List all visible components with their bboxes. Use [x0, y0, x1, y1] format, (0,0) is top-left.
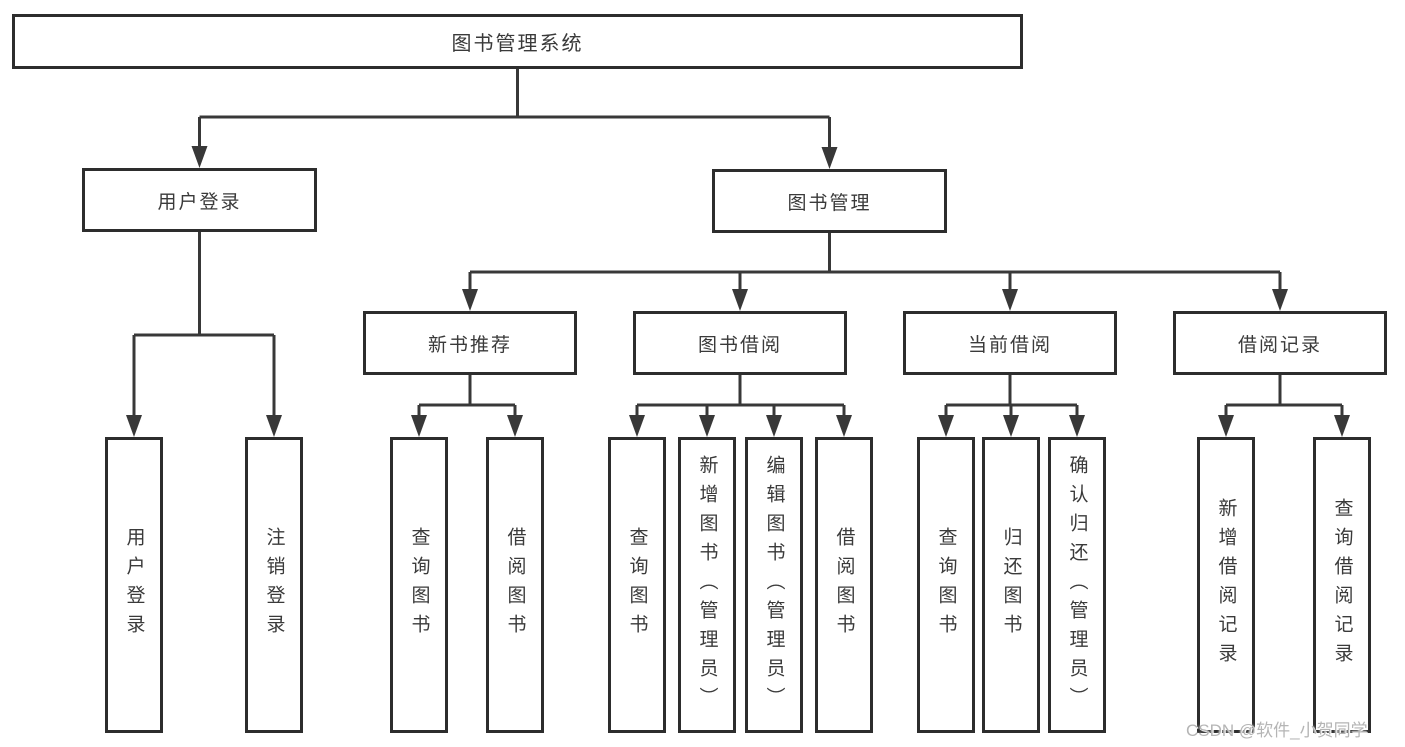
leaf-query-books-borrow: 查询图书 — [608, 437, 666, 733]
arrow-icon — [699, 415, 715, 437]
arrow-icon — [732, 289, 748, 311]
node-book-management: 图书管理 — [712, 169, 947, 233]
node-new-book-recommend: 新书推荐 — [363, 311, 577, 375]
arrow-icon — [507, 415, 523, 437]
leaf-add-borrow-record-label: 新增借阅记录 — [1215, 498, 1237, 672]
connector-currentborrow-to-leaves — [944, 375, 1079, 419]
node-book-borrow-label: 图书借阅 — [697, 334, 782, 356]
node-library-system-label: 图书管理系统 — [451, 33, 584, 55]
leaf-edit-book-admin-label: 编辑图书（管理员） — [763, 454, 785, 716]
leaf-confirm-return-admin-label: 确认归还（管理员） — [1066, 454, 1088, 716]
watermark: CSDN @软件_小贺同学 — [1186, 721, 1368, 740]
node-current-borrow: 当前借阅 — [903, 311, 1117, 375]
connector-newbook-to-leaves — [417, 375, 517, 419]
node-user-login: 用户登录 — [82, 168, 317, 232]
connector-records-to-leaves — [1224, 375, 1344, 419]
arrow-icon — [266, 415, 282, 437]
arrow-icon — [1334, 415, 1350, 437]
leaf-borrow-books-recommend: 借阅图书 — [486, 437, 544, 733]
connector-bookmgmt-to-level3 — [468, 233, 1282, 293]
leaf-query-books-current-label: 查询图书 — [935, 527, 957, 643]
connector-userlogin-to-leaves — [132, 232, 276, 419]
node-current-borrow-label: 当前借阅 — [967, 334, 1052, 356]
node-user-login-label: 用户登录 — [157, 191, 242, 213]
arrow-icon — [1272, 289, 1288, 311]
leaf-edit-book-admin: 编辑图书（管理员） — [745, 437, 803, 733]
node-new-book-recommend-label: 新书推荐 — [427, 334, 512, 356]
arrow-icon — [629, 415, 645, 437]
leaf-borrow-books-recommend-label: 借阅图书 — [504, 527, 526, 643]
arrow-icon — [1002, 289, 1018, 311]
leaf-borrow-books-label: 借阅图书 — [833, 527, 855, 643]
node-borrow-records: 借阅记录 — [1173, 311, 1387, 375]
leaf-add-book-admin: 新增图书（管理员） — [678, 437, 736, 733]
arrow-icon — [766, 415, 782, 437]
leaf-add-borrow-record: 新增借阅记录 — [1197, 437, 1255, 733]
leaf-query-borrow-record-label: 查询借阅记录 — [1331, 498, 1353, 672]
arrow-icon — [938, 415, 954, 437]
leaf-borrow-books: 借阅图书 — [815, 437, 873, 733]
leaf-query-books-borrow-label: 查询图书 — [626, 527, 648, 643]
leaf-return-books: 归还图书 — [982, 437, 1040, 733]
arrow-icon — [836, 415, 852, 437]
leaf-query-books-current: 查询图书 — [917, 437, 975, 733]
arrowheads — [126, 146, 1350, 437]
node-book-borrow: 图书借阅 — [633, 311, 847, 375]
node-library-system: 图书管理系统 — [12, 14, 1023, 69]
node-book-management-label: 图书管理 — [787, 192, 872, 214]
leaf-logout: 注销登录 — [245, 437, 303, 733]
arrow-icon — [462, 289, 478, 311]
arrow-icon — [126, 415, 142, 437]
arrow-icon — [1003, 415, 1019, 437]
arrow-icon — [411, 415, 427, 437]
leaf-user-login-label: 用户登录 — [123, 527, 145, 643]
leaf-confirm-return-admin: 确认归还（管理员） — [1048, 437, 1106, 733]
leaf-add-book-admin-label: 新增图书（管理员） — [696, 454, 718, 716]
leaf-logout-label: 注销登录 — [263, 527, 285, 643]
arrow-icon — [191, 146, 208, 168]
connector-bookborrow-to-leaves — [635, 375, 846, 419]
leaf-return-books-label: 归还图书 — [1000, 527, 1022, 643]
arrow-icon — [1218, 415, 1234, 437]
leaf-query-borrow-record: 查询借阅记录 — [1313, 437, 1371, 733]
leaf-query-books-recommend: 查询图书 — [390, 437, 448, 733]
arrow-icon — [1069, 415, 1085, 437]
node-borrow-records-label: 借阅记录 — [1237, 334, 1322, 356]
arrow-icon — [821, 147, 838, 169]
connector-root-to-level2 — [198, 69, 831, 151]
leaf-user-login: 用户登录 — [105, 437, 163, 733]
leaf-query-books-recommend-label: 查询图书 — [408, 527, 430, 643]
